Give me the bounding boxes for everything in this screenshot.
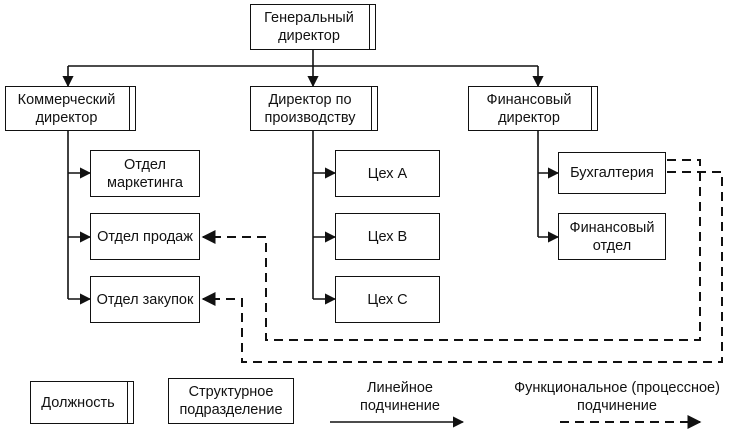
commercial-director-label: Коммерческий директор bbox=[17, 91, 116, 126]
shop-c-label: Цех С bbox=[367, 291, 408, 308]
shop-a-box: Цех А bbox=[335, 150, 440, 197]
accounting-unit-label: Бухгалтерия bbox=[570, 165, 654, 181]
sales-unit-label: Отдел продаж bbox=[97, 228, 193, 245]
marketing-unit-box: Отдел маркетинга bbox=[90, 150, 200, 197]
legend-functional-label: Функциональное (процессное) подчинение bbox=[514, 380, 720, 414]
production-director-label: Директор по производству bbox=[264, 91, 356, 126]
legend-unit-box: Структурное подразделение bbox=[168, 378, 294, 424]
production-director-box: Директор по производству bbox=[250, 86, 378, 131]
legend-linear-label: Линейное подчинение bbox=[360, 380, 440, 414]
general-director-box: Генеральный директор bbox=[250, 4, 376, 50]
finance-dept-label: Финансовый отдел bbox=[569, 219, 655, 254]
legend-position-label: Должность bbox=[41, 394, 115, 411]
accounting-unit-box: Бухгалтерия bbox=[558, 152, 666, 194]
commercial-director-box: Коммерческий директор bbox=[5, 86, 136, 131]
sales-unit-box: Отдел продаж bbox=[90, 213, 200, 260]
financial-director-label: Финансовый директор bbox=[486, 91, 572, 126]
financial-director-box: Финансовый директор bbox=[468, 86, 598, 131]
finance-dept-box: Финансовый отдел bbox=[558, 213, 666, 260]
shop-a-label: Цех А bbox=[367, 165, 408, 182]
procurement-unit-box: Отдел закупок bbox=[90, 276, 200, 323]
shop-b-label: Цех В bbox=[367, 228, 408, 245]
legend-unit-label: Структурное подразделение bbox=[179, 384, 283, 418]
procurement-unit-label: Отдел закупок bbox=[96, 291, 194, 308]
shop-c-box: Цех С bbox=[335, 276, 440, 323]
marketing-unit-label: Отдел маркетинга bbox=[107, 156, 183, 191]
shop-b-box: Цех В bbox=[335, 213, 440, 260]
legend-position-box: Должность bbox=[30, 381, 134, 424]
functional-link-to-procurement bbox=[201, 171, 723, 363]
general-director-label: Генеральный директор bbox=[264, 10, 354, 44]
